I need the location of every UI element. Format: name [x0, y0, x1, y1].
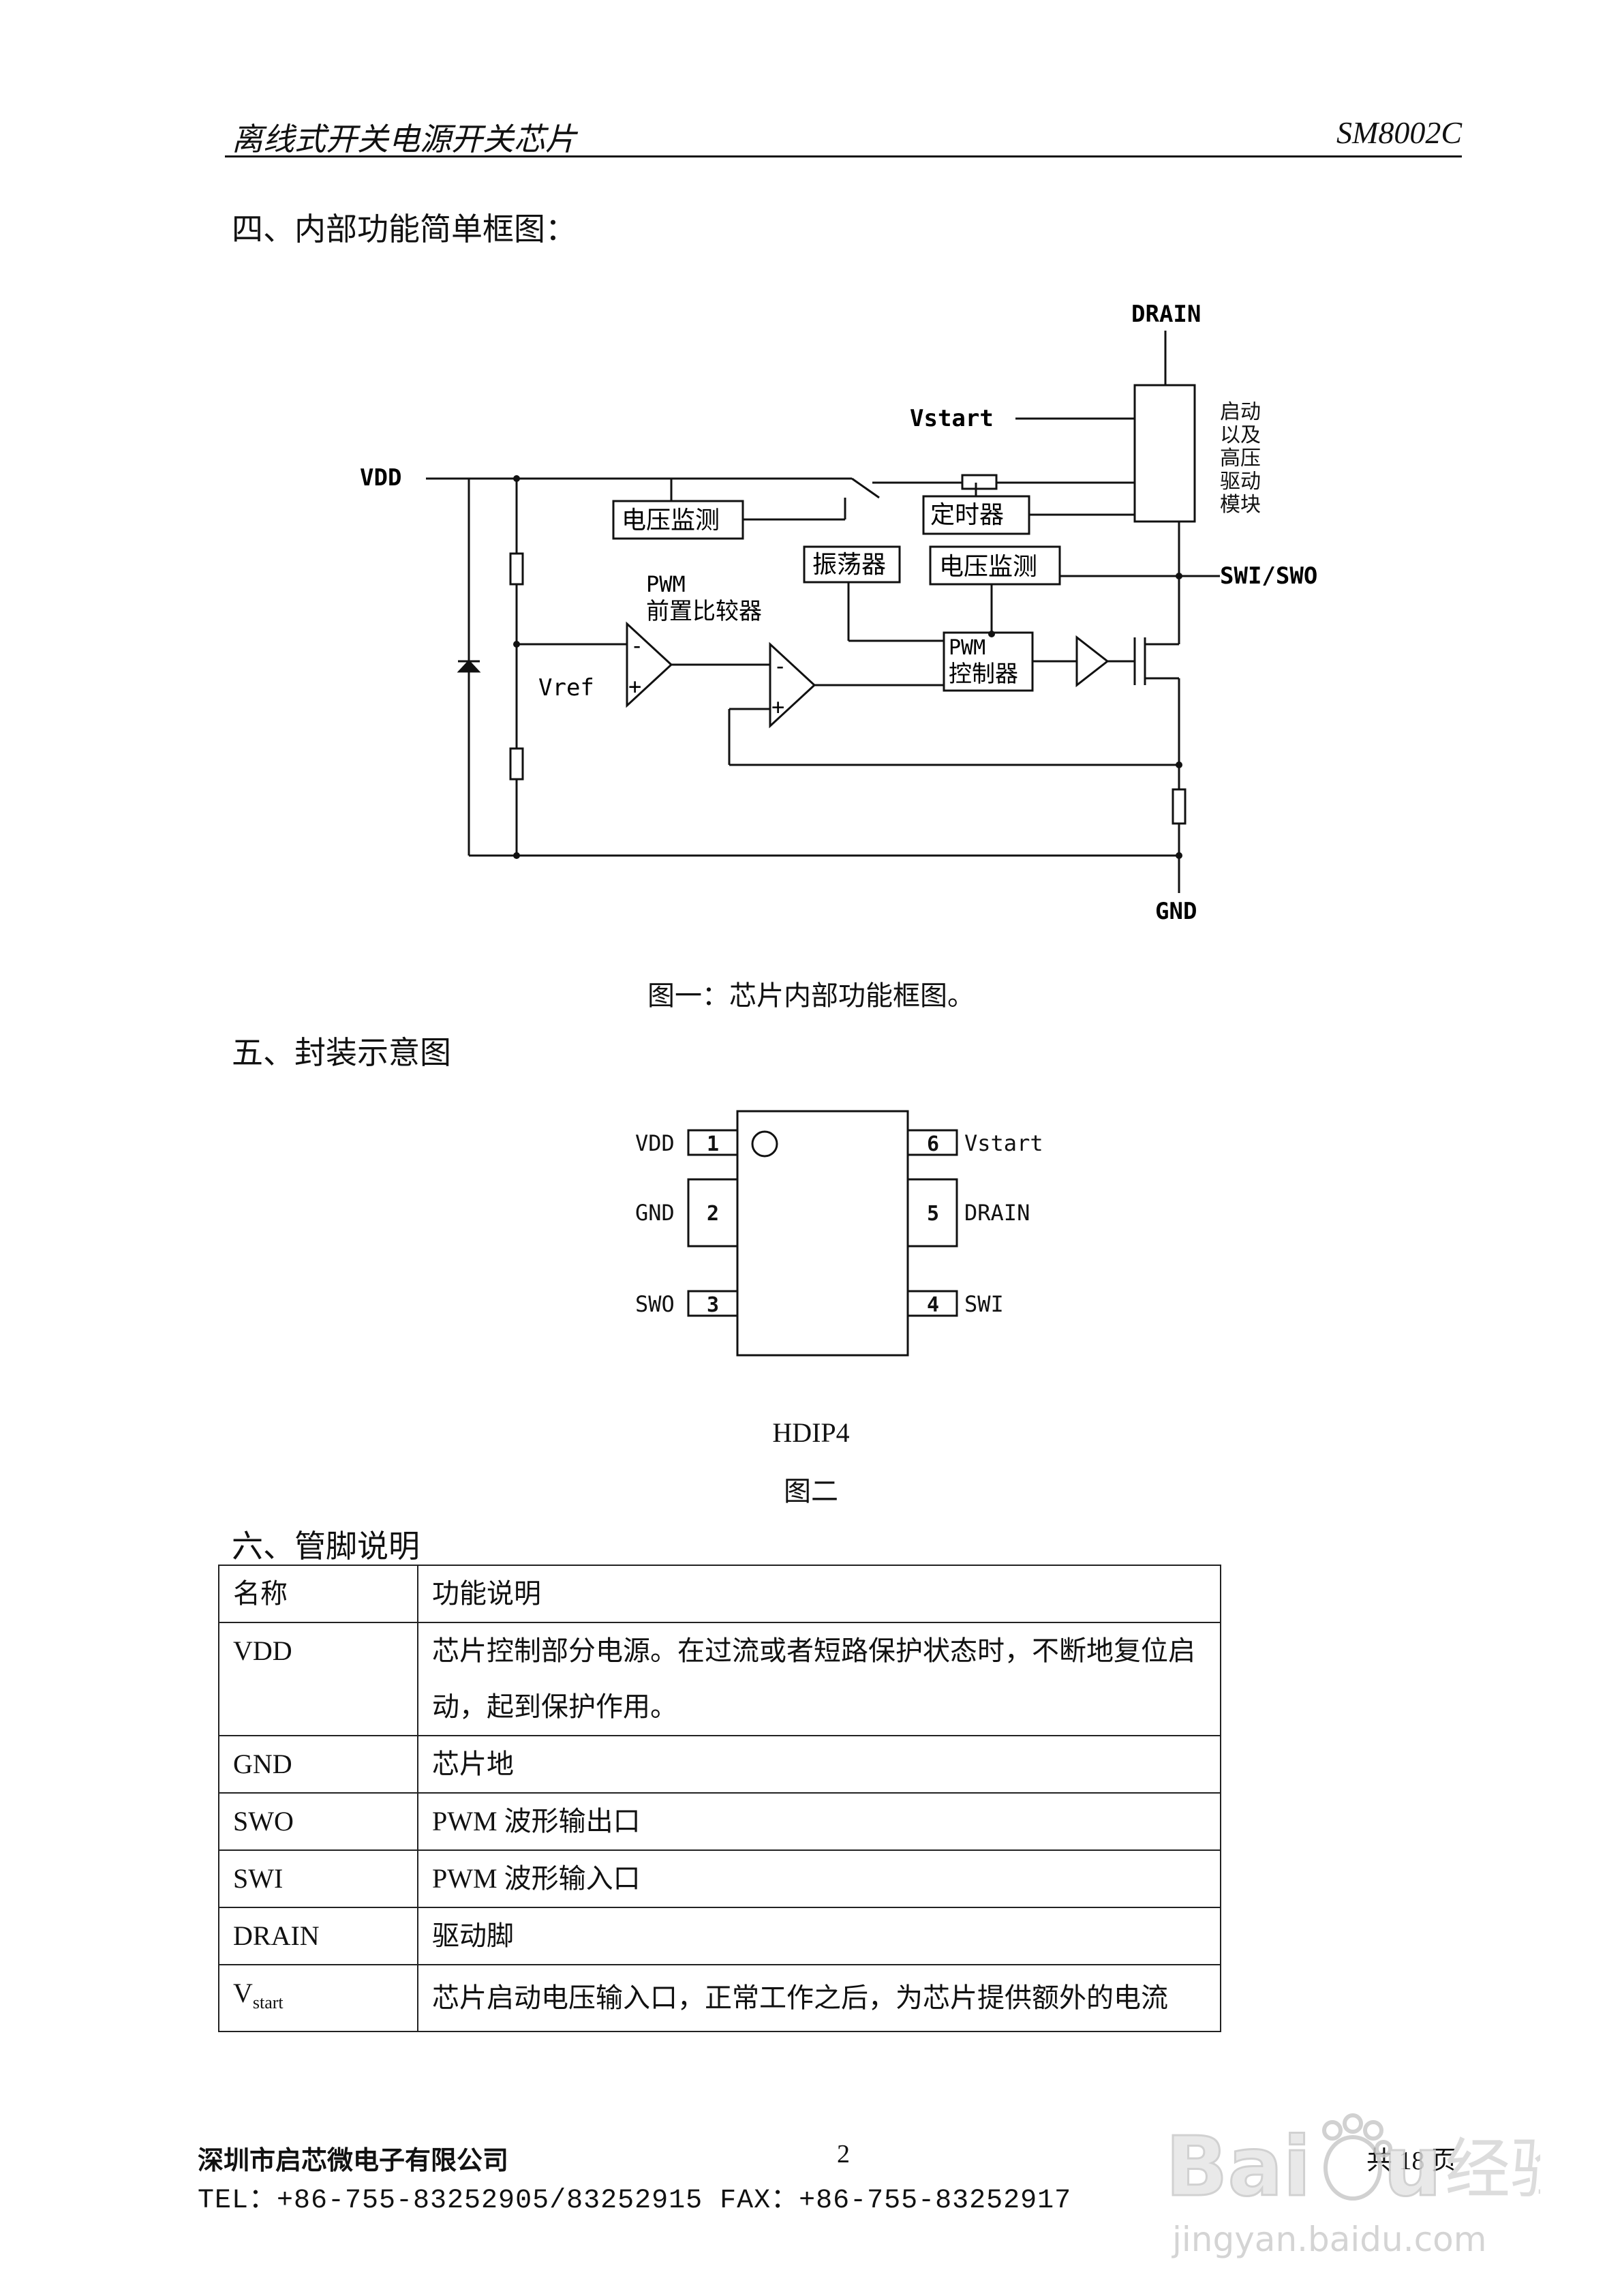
label-voltage-monitor-1: 电压监测 [622, 507, 720, 534]
svg-text:u: u [1383, 2120, 1441, 2215]
header-title: 离线式开关电源开关芯片 [232, 122, 577, 157]
row-name: DRAIN [218, 1907, 418, 1965]
row-desc: PWM 波形输入口 [417, 1849, 1221, 1908]
row-desc: 芯片启动电压输入口，正常工作之后，为芯片提供额外的电流 [417, 1964, 1221, 2032]
table-row: SWO PWM 波形输出口 [218, 1792, 1221, 1851]
baidu-watermark-logo: Bai u 经验 jingyan.baidu.com [1165, 2113, 1540, 2259]
figure1-caption: 图一：芯片内部功能框图。 [647, 980, 975, 1012]
label-vstart: Vstart [910, 405, 994, 432]
start-module-box [1133, 384, 1196, 523]
label-pwm-pre-1: PWM [646, 571, 686, 597]
watermark-url: jingyan.baidu.com [1172, 2220, 1486, 2259]
block-diagram: DRAIN Vstart VDD SWI/SWO GND Vref PWM 前置… [360, 301, 1317, 925]
row-name-sub: start [252, 1993, 284, 2012]
label-vdd: VDD [360, 464, 401, 492]
pin1-marker [751, 1130, 778, 1158]
row-name: SWO [218, 1792, 418, 1851]
comp2-plus: + [771, 694, 784, 720]
table-header-desc: 功能说明 [417, 1565, 1221, 1623]
table-row: VDD 芯片控制部分电源。在过流或者短路保护状态时，不断地复位启动，起到保护作用… [218, 1622, 1221, 1736]
pin-5-name: DRAIN [964, 1200, 1030, 1226]
label-vref: Vref [538, 674, 594, 701]
row-desc: 驱动脚 [417, 1907, 1221, 1965]
label-voltage-monitor-2: 电压监测 [939, 553, 1037, 581]
label-drain: DRAIN [1131, 301, 1201, 328]
pin-6-number: 6 [927, 1132, 939, 1156]
row-name: GND [218, 1735, 418, 1794]
pin-2-number: 2 [707, 1202, 719, 1226]
section5-title: 五、封装示意图 [232, 1034, 451, 1071]
package-diagram: 1 2 3 4 5 6 VDD GND SWO SWI DRAIN Vstart [635, 1110, 1043, 1357]
pin-4-number: 4 [927, 1293, 939, 1317]
pin-2-name: GND [635, 1200, 675, 1226]
header-divider [225, 155, 1462, 157]
package-name: HDIP4 [772, 1417, 850, 1448]
label-pwm-pre-2: 前置比较器 [646, 598, 762, 625]
row-name: Vstart [218, 1964, 418, 2032]
pin-description-table: 名称 功能说明 VDD 芯片控制部分电源。在过流或者短路保护状态时，不断地复位启… [218, 1565, 1221, 2032]
label-swi-swo: SWI/SWO [1220, 562, 1317, 590]
label-gnd: GND [1155, 898, 1197, 925]
comp1-plus: + [628, 674, 641, 699]
footer-company: 深圳市启芯微电子有限公司 [198, 2145, 509, 2175]
label-timer: 定时器 [930, 501, 1004, 529]
section4-title: 四、内部功能简单框图： [232, 211, 577, 247]
section6-title: 六、管脚说明 [232, 1528, 420, 1565]
label-pwm-ctrl-2: 控制器 [949, 661, 1018, 688]
row-desc: 芯片控制部分电源。在过流或者短路保护状态时，不断地复位启动，起到保护作用。 [417, 1622, 1221, 1736]
label-start-module: 启动以及高压驱动模块 [1220, 400, 1261, 517]
pin-3-name: SWO [635, 1291, 675, 1317]
pin-4-name: SWI [964, 1291, 1004, 1317]
pin-1-number: 1 [707, 1132, 719, 1156]
pin-6-name: Vstart [964, 1130, 1043, 1156]
comp1-minus: - [630, 633, 643, 659]
pin-3-number: 3 [707, 1293, 719, 1317]
package-body [736, 1110, 909, 1357]
footer-page-number: 2 [837, 2140, 850, 2169]
table-header-row: 名称 功能说明 [218, 1565, 1221, 1623]
row-desc: 芯片地 [417, 1735, 1221, 1794]
table-header-name: 名称 [218, 1565, 418, 1623]
svg-text:经验: 经验 [1445, 2131, 1540, 2207]
table-row: Vstart 芯片启动电压输入口，正常工作之后，为芯片提供额外的电流 [218, 1964, 1221, 2032]
label-oscillator: 振荡器 [812, 551, 886, 579]
table-row: GND 芯片地 [218, 1735, 1221, 1794]
pin-5-number: 5 [927, 1202, 939, 1226]
label-pwm-ctrl-1: PWM [949, 636, 985, 660]
row-desc: PWM 波形输出口 [417, 1792, 1221, 1851]
comp2-minus: - [774, 653, 786, 679]
figure2-caption: 图二 [784, 1476, 838, 1507]
header-part-number: SM8002C [1336, 115, 1462, 150]
row-name-main: V [233, 1978, 253, 2008]
row-name: VDD [218, 1622, 418, 1736]
table-row: DRAIN 驱动脚 [218, 1907, 1221, 1965]
svg-text:Bai: Bai [1165, 2120, 1311, 2215]
table-row: SWI PWM 波形输入口 [218, 1849, 1221, 1908]
footer-contact: TEL：+86-755-83252905/83252915 FAX：+86-75… [198, 2186, 1072, 2216]
row-name: SWI [218, 1849, 418, 1908]
pin-1-name: VDD [635, 1130, 675, 1156]
